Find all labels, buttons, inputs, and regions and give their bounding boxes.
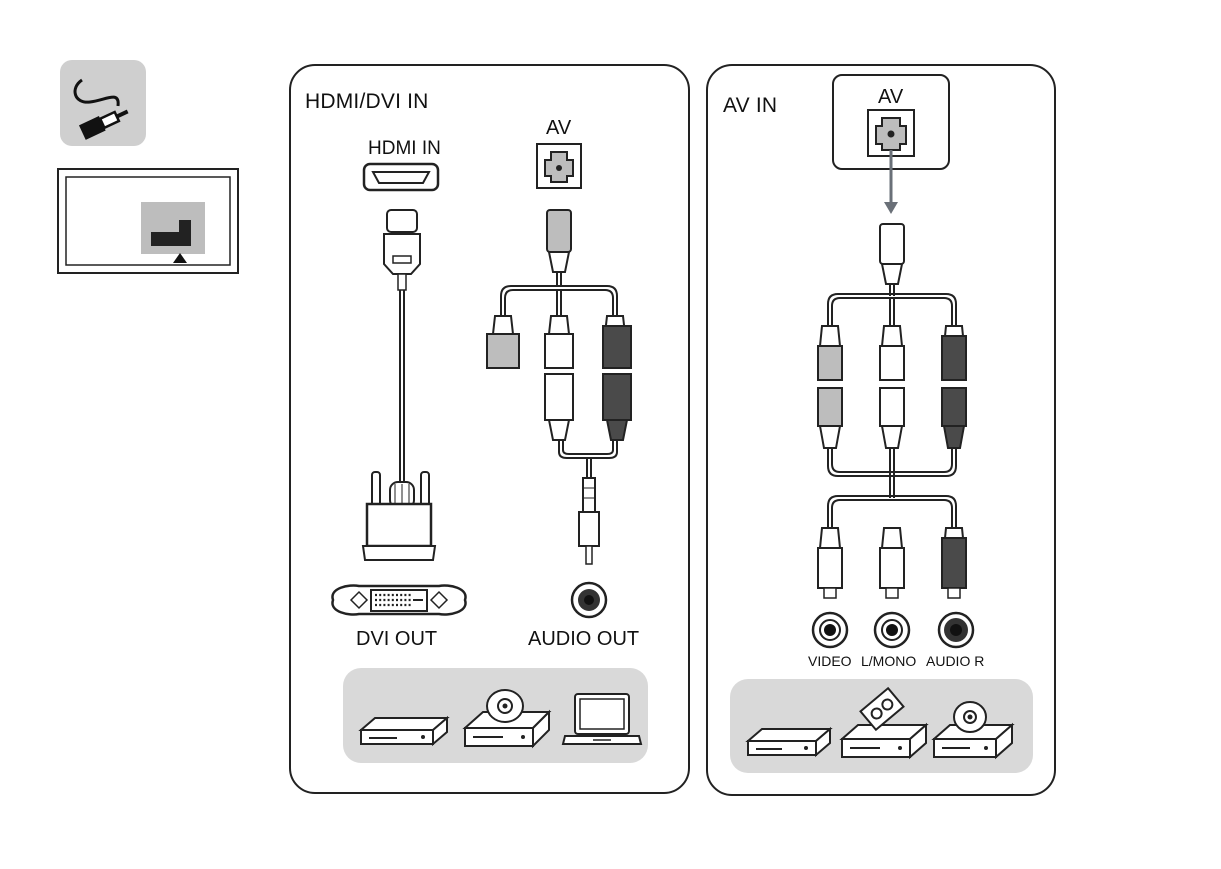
rca-lower-dark: [942, 528, 966, 598]
hdmi-devices: [343, 668, 648, 763]
rca-plug-white: [545, 316, 573, 368]
set-top-box-icon: [361, 718, 447, 744]
lmono-label: L/MONO: [861, 653, 916, 669]
av-devices: [730, 679, 1033, 773]
laptop-icon: [563, 694, 641, 744]
rca-lower-gray: [818, 528, 842, 598]
set-top-box-icon: [748, 729, 830, 755]
dvd-player-icon: [465, 690, 549, 746]
rca-upper-dark: [942, 326, 966, 380]
dvi-port-icon: [332, 586, 465, 615]
video-jack-icon: [813, 613, 847, 647]
cable-icon: [60, 60, 146, 146]
rca-plug-dark-lower: [603, 374, 631, 440]
av-port-icon-right: [868, 110, 914, 156]
audio-r-jack-icon: [939, 613, 973, 647]
rca-upper-gray: [818, 326, 842, 380]
rca-upper-white: [880, 326, 904, 380]
rca-plug-gray: [487, 316, 519, 368]
tv-outline-icon: [57, 168, 239, 274]
rca-middle-dark: [942, 388, 966, 448]
tv-back-diagram: [57, 168, 239, 274]
audio-r-label: AUDIO R: [926, 653, 984, 669]
rca-plug-white-lower: [545, 374, 573, 440]
rca-plug-dark: [603, 316, 631, 368]
vcr-icon: [842, 688, 926, 757]
video-label: VIDEO: [808, 653, 852, 669]
rca-lower-white: [880, 528, 904, 598]
rca-middle-white: [880, 388, 904, 448]
lmono-jack-icon: [875, 613, 909, 647]
cable-badge: [60, 60, 146, 146]
audio-out-jack-icon: [572, 583, 606, 617]
dvi-out-label: DVI OUT: [356, 628, 437, 651]
rca-middle-gray: [818, 388, 842, 448]
av-port-icon-left: [537, 144, 581, 188]
dvd-player-icon: [934, 702, 1012, 757]
audio-out-label: AUDIO OUT: [528, 628, 639, 651]
